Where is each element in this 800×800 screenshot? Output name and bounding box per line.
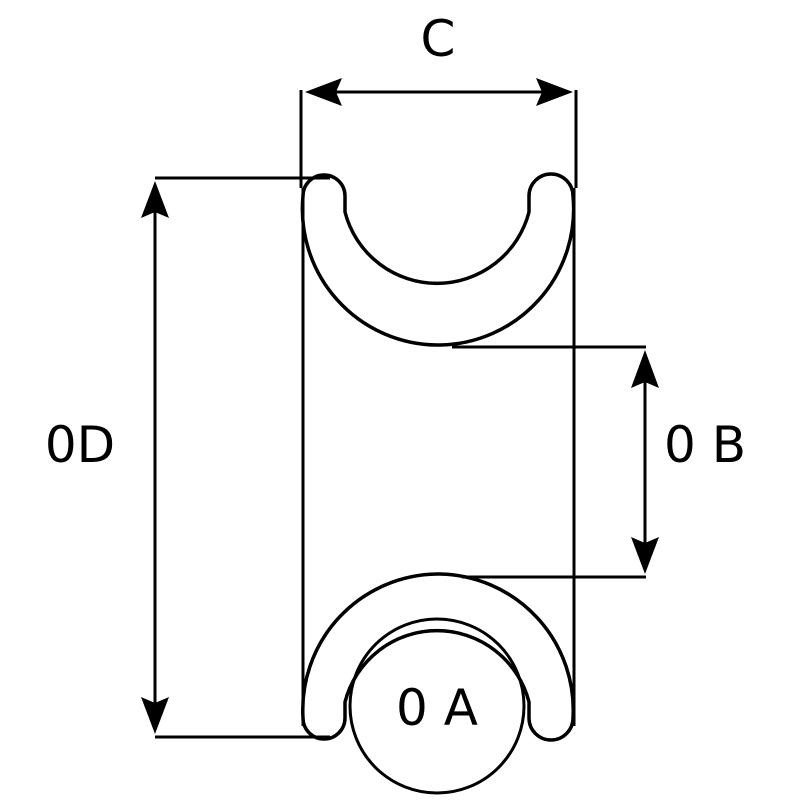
dimension-d-arrow-top: [141, 181, 169, 218]
dimension-d-label: 0D: [45, 416, 115, 474]
dimension-d-arrow-bottom: [141, 697, 169, 734]
dimension-b-label: 0 B: [664, 416, 746, 474]
top-groove: [300, 172, 576, 347]
dimension-b: 0 B: [452, 345, 746, 579]
dimension-d: 0D: [45, 176, 330, 739]
dimension-c: C: [299, 10, 578, 188]
sheave-body: [301, 188, 576, 726]
dimension-c-arrow-left: [305, 78, 342, 106]
bottom-groove: [301, 572, 575, 742]
dimension-b-arrow-top: [631, 350, 659, 388]
dimension-c-arrow-right: [536, 78, 573, 106]
dimension-a-label: 0 A: [396, 679, 478, 737]
dimension-c-label: C: [421, 10, 456, 68]
rope-circle: [348, 617, 526, 795]
dimension-b-arrow-bottom: [631, 537, 659, 574]
